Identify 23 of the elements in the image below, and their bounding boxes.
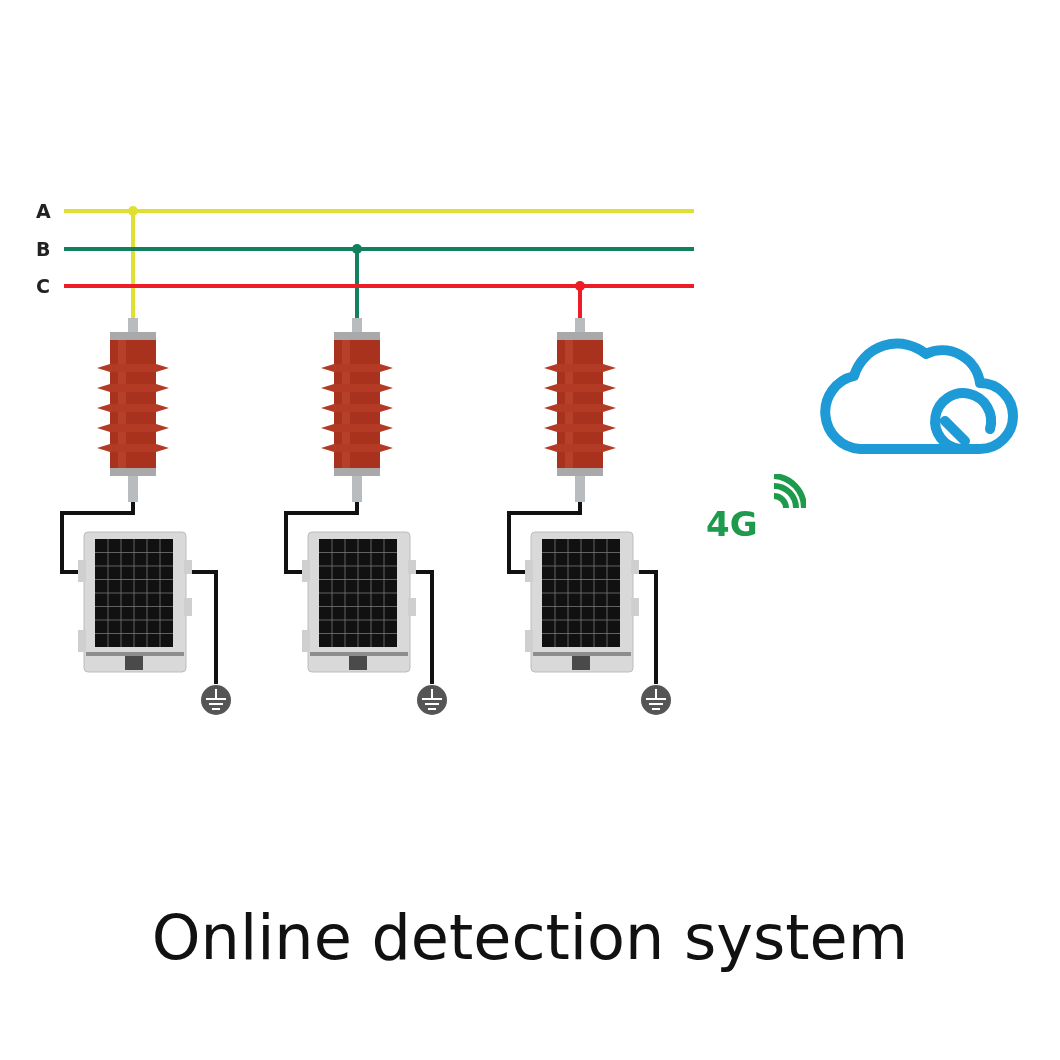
surge-arrester-drawing (320, 318, 394, 502)
network-label: 4G (706, 505, 758, 543)
connector-wire (507, 502, 582, 574)
ground-symbol (200, 684, 232, 716)
connector-wire (416, 570, 434, 684)
phase-label: C (36, 275, 50, 297)
connector-wire (128, 206, 138, 318)
monitor-unit-drawing (302, 530, 416, 674)
ground-symbol (416, 684, 448, 716)
connector-wire (284, 502, 359, 574)
surge-arrester-drawing (96, 318, 170, 502)
monitor-unit-drawing (78, 530, 192, 674)
phase-label: B (36, 238, 51, 260)
connector-wire (575, 281, 585, 318)
phase-label: A (36, 200, 51, 222)
caption: Online detection system (150, 900, 910, 976)
connector-wire (60, 502, 135, 574)
connector-wire (639, 570, 658, 684)
monitor-unit-drawing (525, 530, 639, 674)
surge-arrester-drawing (543, 318, 617, 502)
ground-symbol (640, 684, 672, 716)
connector-wire (192, 570, 218, 684)
connector-wire (352, 244, 362, 318)
